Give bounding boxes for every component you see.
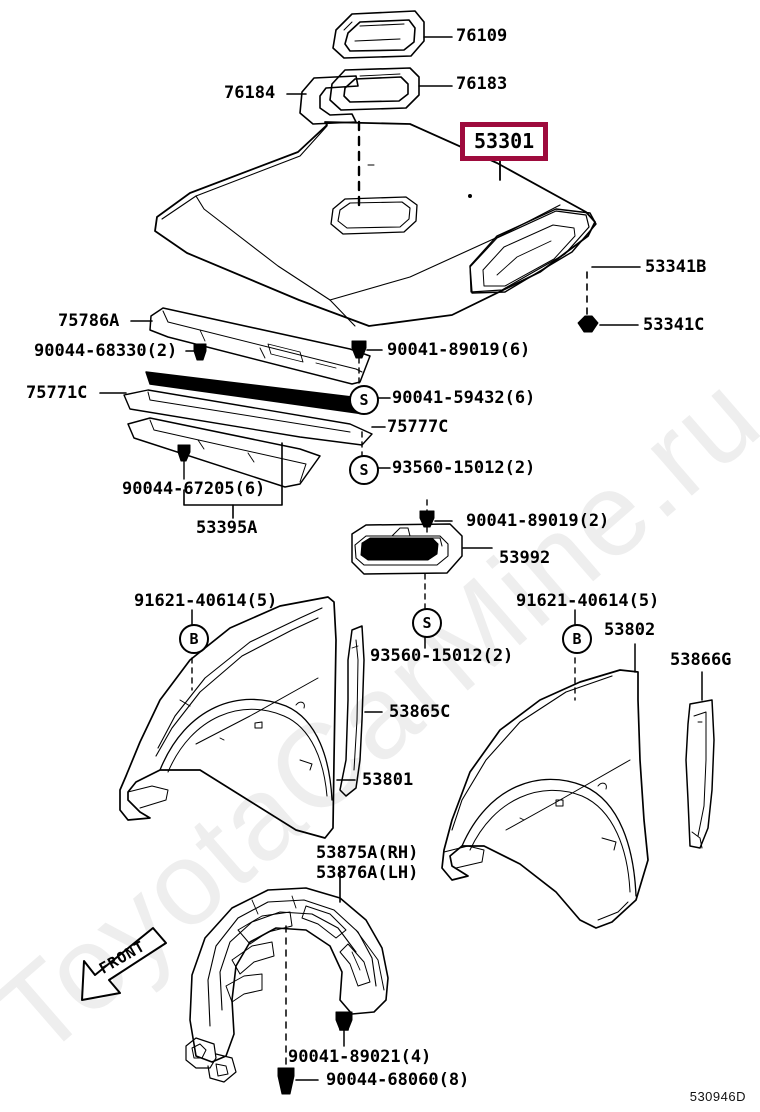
label-75786A[interactable]: 75786A	[58, 311, 120, 331]
part-shape-53341B	[469, 208, 597, 294]
label-53341C[interactable]: 53341C	[643, 315, 705, 335]
part-shape-53301	[154, 121, 596, 327]
part-shape-53802	[441, 669, 649, 929]
label-53992[interactable]: 53992	[499, 548, 551, 568]
diagram-id-code: 530946D	[689, 1089, 746, 1104]
label-76183[interactable]: 76183	[456, 74, 508, 94]
label-76184[interactable]: 76184	[224, 83, 276, 103]
marker-s-2: S	[349, 455, 379, 485]
label-90041-59432[interactable]: 90041-59432(6)	[392, 388, 536, 408]
part-shape-53801	[119, 596, 337, 839]
label-93560-15012-b[interactable]: 93560-15012(2)	[370, 646, 514, 666]
part-shape-53875A	[185, 887, 389, 1083]
part-shape-75786A	[149, 307, 371, 385]
label-53395A[interactable]: 53395A	[196, 518, 258, 538]
part-shape-76184	[299, 75, 359, 125]
part-shape-90041-89019-6	[351, 340, 367, 359]
marker-b-right: B	[562, 624, 592, 654]
part-shape-53395A	[127, 417, 321, 488]
label-90044-68060[interactable]: 90044-68060(8)	[326, 1070, 470, 1090]
label-90041-89021[interactable]: 90041-89021(4)	[288, 1047, 432, 1067]
label-53865C[interactable]: 53865C	[389, 702, 451, 722]
part-shape-76183	[329, 67, 420, 111]
label-75777C[interactable]: 75777C	[387, 417, 449, 437]
part-shape-75771C-b	[123, 389, 373, 446]
label-90041-89019-2[interactable]: 90041-89019(2)	[466, 511, 610, 531]
label-90044-68330[interactable]: 90044-68330(2)	[34, 341, 178, 361]
part-shape-76109	[332, 10, 425, 59]
marker-s-1: S	[349, 385, 379, 415]
label-53802[interactable]: 53802	[604, 620, 656, 640]
part-shape-90044-68060	[277, 1067, 295, 1095]
part-shape-75771C	[145, 371, 373, 415]
part-shape-90044-67205	[177, 444, 191, 462]
label-53866G[interactable]: 53866G	[670, 650, 732, 670]
label-91621-40614-left[interactable]: 91621-40614(5)	[134, 591, 278, 611]
part-shape-90041-89019-2	[419, 510, 435, 528]
label-76109[interactable]: 76109	[456, 26, 508, 46]
label-75771C[interactable]: 75771C	[26, 383, 88, 403]
part-shape-53992	[351, 523, 463, 575]
label-53301-highlighted[interactable]: 53301	[460, 122, 549, 161]
label-93560-15012-a[interactable]: 93560-15012(2)	[392, 458, 536, 478]
part-shape-53341C	[577, 315, 599, 333]
part-shape-90041-89021	[335, 1011, 353, 1031]
marker-b-left: B	[179, 624, 209, 654]
label-53801[interactable]: 53801	[362, 770, 414, 790]
label-90044-67205[interactable]: 90044-67205(6)	[122, 479, 266, 499]
part-shape-53866G	[685, 699, 715, 849]
label-53876A[interactable]: 53876A(LH)	[316, 863, 419, 883]
label-53341B[interactable]: 53341B	[645, 257, 707, 277]
part-shape-53865C	[339, 625, 365, 797]
front-arrow	[81, 927, 167, 1001]
label-90041-89019-6[interactable]: 90041-89019(6)	[387, 340, 531, 360]
label-91621-40614-right[interactable]: 91621-40614(5)	[516, 591, 660, 611]
part-shape-90044-68330	[193, 343, 207, 361]
marker-s-3: S	[412, 608, 442, 638]
label-53875A[interactable]: 53875A(RH)	[316, 843, 419, 863]
